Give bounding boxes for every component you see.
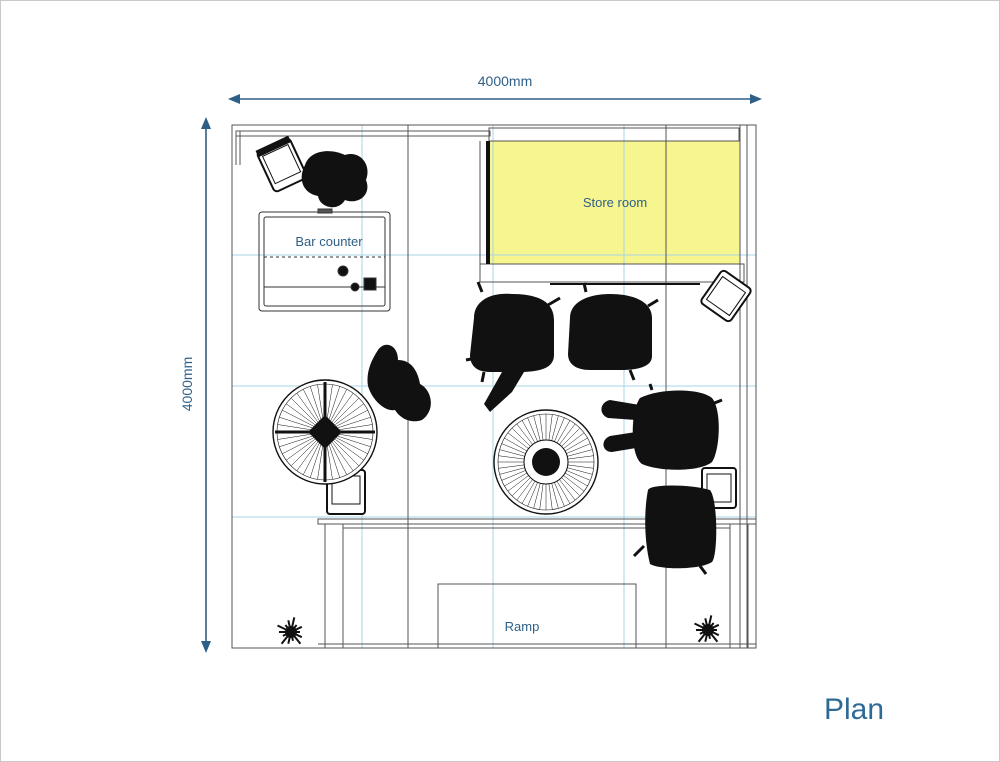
bar-counter-label: Bar counter (295, 234, 363, 249)
armchair-icon (601, 383, 723, 470)
plant-center (702, 624, 714, 636)
table-spoke (309, 386, 323, 425)
table-spoke (498, 455, 525, 460)
table-spoke (331, 403, 364, 428)
table-spoke (498, 464, 525, 469)
table-spoke (331, 409, 368, 429)
table-spoke (507, 475, 529, 492)
table-spoke (328, 389, 348, 426)
table-spoke (327, 439, 341, 478)
table-spoke (327, 386, 341, 425)
table-spoke (286, 436, 319, 461)
table-spoke (527, 482, 538, 507)
table-spoke (501, 470, 526, 481)
table-spoke (561, 427, 581, 447)
plant-icon (277, 617, 303, 645)
table-spoke (559, 423, 576, 445)
table-spoke (539, 483, 544, 510)
table-spoke (504, 437, 528, 452)
table-spoke (548, 483, 553, 510)
table-spoke (564, 437, 588, 452)
table-spoke (554, 482, 565, 507)
table-spoke (559, 479, 576, 501)
table-spoke (332, 416, 371, 430)
table-spoke (533, 415, 541, 441)
table-spoke (551, 415, 559, 441)
table-spoke (302, 438, 322, 475)
plant-icon (694, 615, 720, 643)
table-spoke (556, 420, 571, 444)
table-spoke (567, 449, 593, 457)
table-spoke (556, 480, 571, 504)
table-spoke (516, 423, 533, 445)
round-table-icon (272, 379, 378, 485)
table-spoke (328, 438, 348, 475)
table-spoke (330, 397, 360, 427)
table-spoke (521, 480, 536, 504)
table-spoke (332, 434, 371, 448)
ramp-area (437, 583, 637, 649)
width-dimension-arrow (228, 94, 762, 104)
height-dimension-arrow (201, 117, 211, 653)
table-spoke (282, 435, 319, 455)
table-spoke (330, 437, 360, 467)
armchair-icon (632, 485, 717, 575)
table-spoke (567, 464, 594, 469)
table-spoke (279, 434, 318, 448)
table-spoke (302, 389, 322, 426)
table-spoke (511, 427, 531, 447)
height-label: 4000mm (179, 357, 195, 411)
ramp-label: Ramp (505, 619, 540, 634)
grid-lines (232, 125, 756, 648)
armchair-icon (568, 282, 659, 381)
table-spoke (548, 414, 553, 441)
table-spoke (296, 393, 321, 426)
width-label: 4000mm (478, 73, 532, 89)
table-spoke (499, 449, 525, 457)
table-spoke (566, 443, 591, 454)
table-spoke (554, 417, 565, 442)
table-spoke (551, 483, 559, 509)
table-spoke (296, 438, 321, 471)
table-spoke (309, 439, 323, 478)
table-spoke (533, 483, 541, 509)
table-spoke (331, 436, 364, 461)
store-room-label: Store room (583, 195, 647, 210)
table-spoke (279, 416, 318, 430)
table-spoke (511, 477, 531, 497)
table-spoke (331, 435, 368, 455)
person-silhouette (367, 344, 431, 422)
person-silhouette (301, 151, 368, 208)
table-spoke (564, 472, 588, 487)
table-spoke (504, 472, 528, 487)
plan-title: Plan (824, 693, 885, 726)
table-spoke (499, 467, 525, 475)
table-spoke (527, 417, 538, 442)
table-spoke (567, 467, 593, 475)
round-table-icon (493, 409, 599, 515)
table-spoke (566, 470, 591, 481)
table-spoke (563, 475, 585, 492)
table-spoke (521, 420, 536, 444)
table-spoke (290, 437, 320, 467)
table-spoke (516, 479, 533, 501)
table-spoke (563, 432, 585, 449)
chair-icon (700, 269, 752, 323)
chair-icon (255, 135, 308, 193)
table-spoke (561, 477, 581, 497)
table-spoke (507, 432, 529, 449)
table-spoke (567, 455, 594, 460)
table-spoke (501, 443, 526, 454)
bar-counter-furniture (258, 208, 391, 312)
armchair-icon (465, 281, 561, 412)
table-spoke (539, 414, 544, 441)
table-spoke (290, 397, 320, 427)
table-spoke (329, 438, 354, 471)
table-spoke (329, 393, 354, 426)
store-room-area (490, 141, 740, 264)
table-spoke (286, 403, 319, 428)
table-spoke (282, 409, 319, 429)
plant-center (285, 626, 297, 638)
